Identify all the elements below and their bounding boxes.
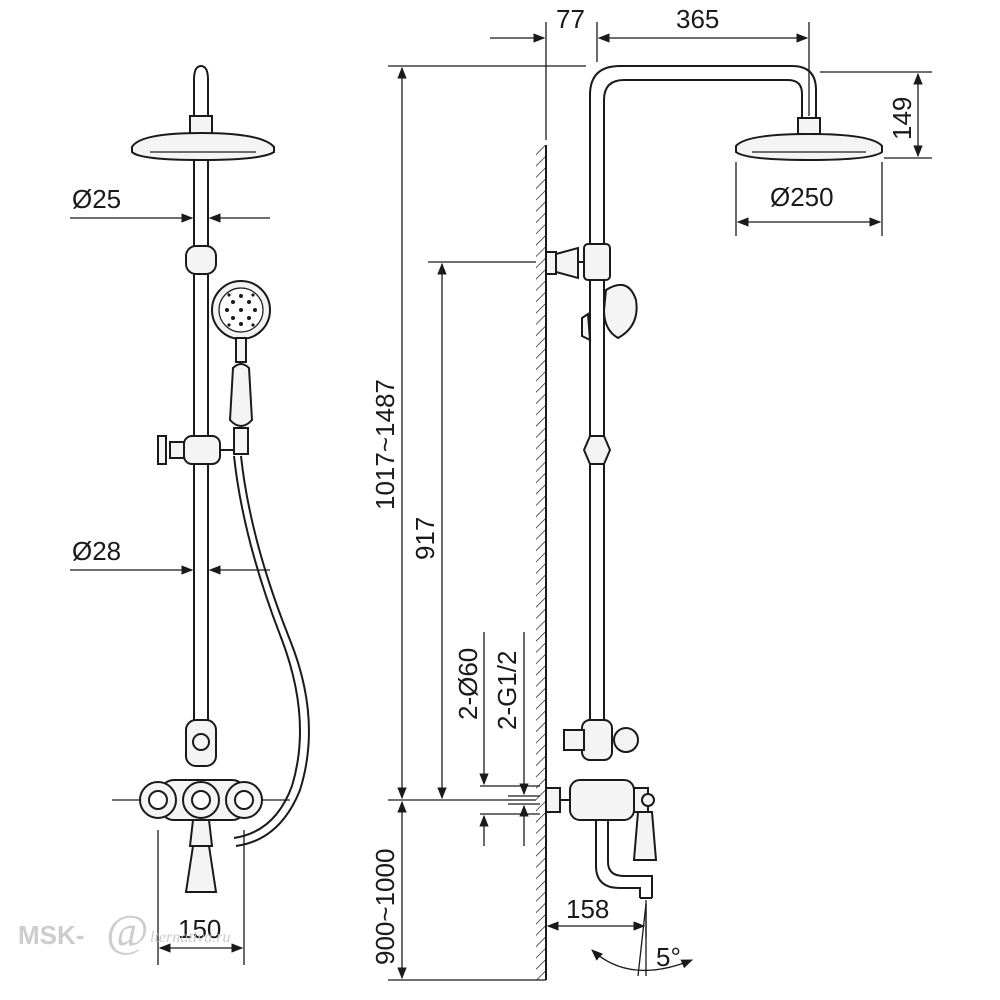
side-diverter-knob xyxy=(613,727,639,753)
front-head-connector xyxy=(189,115,213,135)
side-diverter xyxy=(581,719,613,761)
dim-d250-label: Ø250 xyxy=(770,182,834,212)
front-slider-cross xyxy=(157,435,167,465)
front-hand-shower-handle xyxy=(228,363,254,427)
dim-2-g12: 2-G1/2 xyxy=(492,632,540,846)
dim-w150-label: 150 xyxy=(178,914,221,944)
side-hand-shower-back xyxy=(581,312,592,342)
side-view: 77 365 149 Ø250 1017~1487 xyxy=(370,4,932,981)
side-wall-bracket-top xyxy=(545,243,611,281)
side-mixer-body xyxy=(569,779,635,821)
watermark-brand: MSK- xyxy=(18,920,84,950)
front-upper-clamp xyxy=(185,245,217,275)
side-handle-cross xyxy=(641,793,655,807)
front-slider-bracket xyxy=(183,435,221,465)
watermark-at: @ xyxy=(106,905,148,956)
side-overhead-shower xyxy=(735,132,883,162)
dim-d28: Ø28 xyxy=(70,536,270,575)
dim-917-label: 917 xyxy=(410,517,440,560)
dim-77-365: 77 365 xyxy=(490,4,810,140)
side-wall-flange xyxy=(545,787,561,813)
front-hose-inner xyxy=(233,455,301,839)
front-slider-knob xyxy=(169,441,185,459)
side-hand-shower xyxy=(602,283,638,340)
front-hand-shower-cone xyxy=(233,427,249,455)
watermark: MSK- @ lternativa.ru xyxy=(18,905,230,956)
dim-900-1000: 900~1000 xyxy=(370,800,546,981)
front-spout xyxy=(184,845,218,893)
side-arm-inner xyxy=(603,79,803,245)
dim-158: 158 xyxy=(546,894,647,938)
dim-149-label: 149 xyxy=(887,97,917,140)
dim-2-g12-label: 2-G1/2 xyxy=(492,651,522,731)
angle-5-label: 5° xyxy=(656,942,681,972)
side-spout-outer xyxy=(595,820,641,898)
dim-365-label: 365 xyxy=(676,4,719,34)
dim-158-label: 158 xyxy=(566,894,609,924)
front-overhead-shower xyxy=(131,131,275,162)
dim-w150: 150 xyxy=(157,830,245,965)
dim-77-label: 77 xyxy=(556,4,585,34)
dim-917: 917 xyxy=(410,261,536,800)
dim-d250: Ø250 xyxy=(735,162,883,236)
side-arm-outer xyxy=(589,65,817,245)
front-hose-outer xyxy=(235,455,310,847)
front-spout-neck xyxy=(188,819,214,847)
side-spout-inner xyxy=(607,820,653,898)
dim-2-d60: 2-Ø60 xyxy=(453,632,540,846)
side-handle-lever xyxy=(632,811,658,861)
side-diverter-stem xyxy=(563,729,585,751)
front-view: Ø25 Ø28 150 xyxy=(70,64,310,965)
dim-900-label: 900~1000 xyxy=(370,849,400,965)
dim-149: 149 xyxy=(820,71,932,159)
dim-d25: Ø25 xyxy=(70,184,270,223)
side-slider xyxy=(582,435,612,465)
hand-shower-nozzles xyxy=(225,293,257,327)
dim-1017-label: 1017~1487 xyxy=(370,379,400,510)
wall-hatch xyxy=(536,145,546,980)
front-hand-shower-neck xyxy=(235,337,247,363)
watermark-suffix: lternativa.ru xyxy=(150,929,230,946)
dim-d28-label: Ø28 xyxy=(72,536,121,566)
dim-d25-label: Ø25 xyxy=(72,184,121,214)
dim-2-d60-label: 2-Ø60 xyxy=(453,648,483,720)
angle-5deg: 5° xyxy=(591,903,694,977)
dim-1017-1487: 1017~1487 xyxy=(370,65,586,801)
front-gooseneck xyxy=(193,64,209,118)
side-head-connector xyxy=(797,117,821,135)
